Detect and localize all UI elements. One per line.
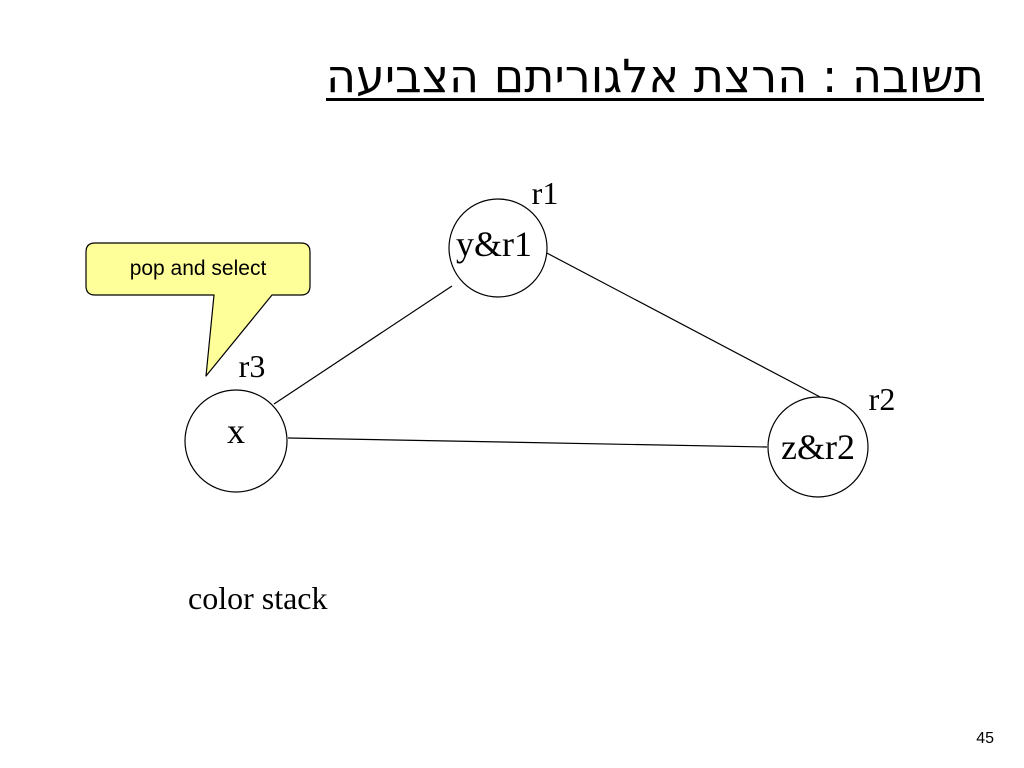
slide-title: תשובה : הרצת אלגוריתם הצביעה [326,49,984,103]
node-x-label: x [227,411,245,451]
node-x-register: r3 [239,348,266,384]
page-number: 45 [976,730,994,747]
edge-y-z [542,250,823,399]
callout-bubble: pop and select [85,242,311,377]
node-z: z&r2 [767,396,869,498]
node-y: y&r1 [448,198,548,298]
color-stack-label: color stack [188,580,328,616]
edge-x-y [273,285,453,405]
edge-x-z [287,437,768,448]
callout-text: pop and select [130,257,267,280]
node-y-register: r1 [532,175,559,211]
node-x: x [184,389,288,493]
node-z-register: r2 [869,381,896,417]
node-y-label: y&r1 [456,224,532,264]
node-z-label: z&r2 [781,427,855,467]
